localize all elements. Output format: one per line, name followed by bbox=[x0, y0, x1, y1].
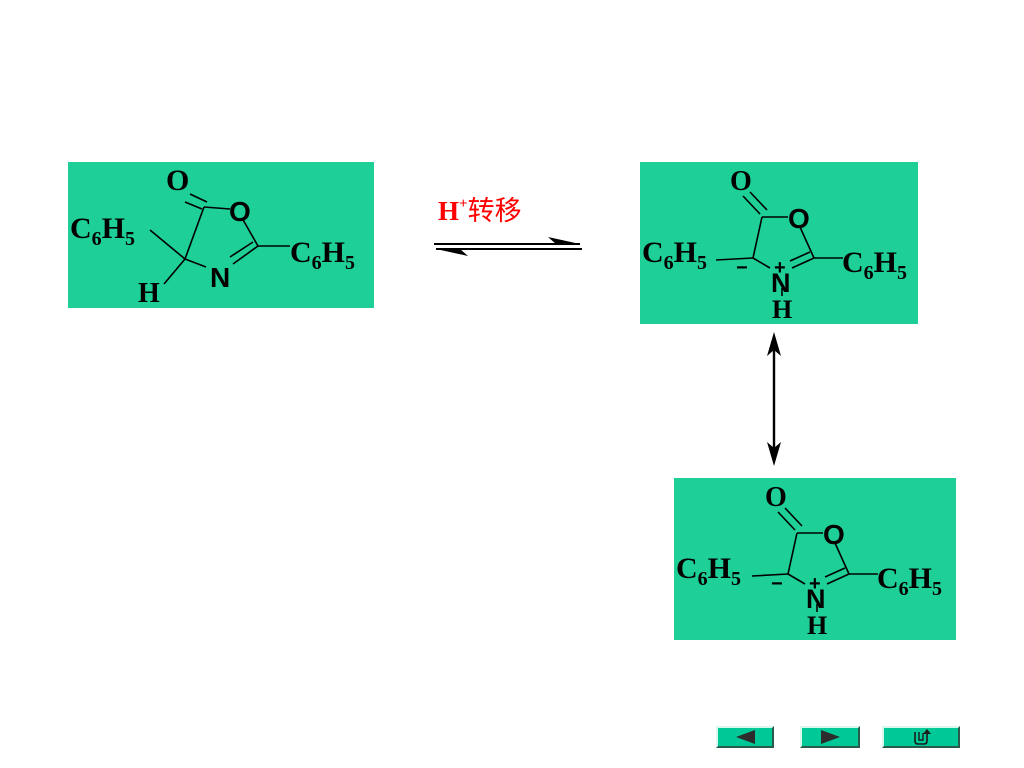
bond bbox=[791, 257, 815, 269]
bond bbox=[163, 258, 186, 285]
left-phenyl-group: C6H5 bbox=[70, 212, 135, 250]
product-molecule-panel-top: O O N + − H C6H5 C6H5 bbox=[640, 162, 918, 324]
right-phenyl-group: C6H5 bbox=[877, 562, 942, 600]
bond bbox=[751, 573, 789, 577]
return-button[interactable] bbox=[882, 726, 960, 748]
reaction-label-plus: + bbox=[459, 196, 468, 212]
reactant-molecule-panel: O O N H C6H5 C6H5 bbox=[68, 162, 374, 308]
carbonyl-oxygen-label: O bbox=[730, 166, 752, 197]
bond bbox=[184, 258, 207, 268]
bond bbox=[834, 542, 850, 575]
resonance-arrow-head-down bbox=[767, 442, 781, 466]
bond bbox=[241, 217, 259, 247]
panel-background bbox=[674, 478, 956, 640]
right-phenyl-group: C6H5 bbox=[842, 246, 907, 284]
hydrogen-label: H bbox=[138, 278, 160, 308]
bond bbox=[184, 201, 203, 210]
bond bbox=[189, 193, 208, 203]
ring-oxygen-label: O bbox=[229, 196, 251, 227]
ring-oxygen-label: O bbox=[788, 203, 810, 234]
bond bbox=[799, 226, 815, 259]
next-slide-button[interactable] bbox=[800, 726, 860, 748]
forward-arrow-head bbox=[548, 237, 580, 244]
previous-slide-button[interactable] bbox=[716, 726, 774, 748]
reverse-arrow-head bbox=[436, 249, 468, 256]
bond bbox=[715, 257, 754, 261]
ring-oxygen-label: O bbox=[823, 519, 845, 550]
ring-nitrogen-label: N bbox=[806, 584, 826, 614]
reaction-label-text: 转移 bbox=[467, 196, 522, 227]
triangle-left-icon bbox=[736, 730, 755, 744]
ring-nitrogen-label: N bbox=[210, 262, 230, 293]
negative-charge-label: − bbox=[736, 257, 748, 279]
panel-background bbox=[68, 162, 374, 308]
bond bbox=[742, 195, 761, 215]
proton-transfer-label: H+转移 bbox=[438, 189, 522, 227]
ring-nitrogen-label: N bbox=[771, 268, 791, 298]
bond bbox=[787, 573, 806, 585]
bond bbox=[749, 191, 768, 211]
left-phenyl-group: C6H5 bbox=[676, 552, 741, 590]
bond bbox=[752, 216, 763, 259]
bond bbox=[789, 251, 811, 262]
bond bbox=[784, 507, 803, 527]
triangle-right-icon bbox=[821, 730, 840, 744]
bond bbox=[752, 257, 771, 269]
n-hydrogen-label: H bbox=[772, 295, 792, 324]
bond bbox=[232, 245, 259, 265]
equilibrium-arrows bbox=[434, 237, 582, 256]
bond bbox=[203, 206, 231, 210]
bond bbox=[777, 511, 796, 531]
negative-charge-label: − bbox=[771, 573, 783, 595]
resonance-arrow-head-up bbox=[767, 332, 781, 356]
product-molecule-panel-bottom: O O N + − H C6H5 C6H5 bbox=[674, 478, 956, 640]
return-arrow-icon bbox=[914, 729, 931, 745]
bond bbox=[826, 573, 850, 585]
bond bbox=[184, 206, 205, 260]
bond bbox=[149, 229, 186, 260]
resonance-arrow bbox=[767, 332, 781, 466]
carbonyl-oxygen-label: O bbox=[765, 482, 787, 513]
carbonyl-oxygen-label: O bbox=[166, 164, 189, 197]
bond bbox=[229, 241, 254, 258]
left-phenyl-group: C6H5 bbox=[642, 236, 707, 274]
panel-background bbox=[640, 162, 918, 324]
right-phenyl-group: C6H5 bbox=[290, 236, 355, 274]
positive-charge-label: + bbox=[774, 257, 786, 279]
bond bbox=[787, 532, 798, 575]
reaction-label-h: H bbox=[438, 196, 460, 226]
bond bbox=[824, 567, 846, 578]
n-hydrogen-label: H bbox=[807, 611, 827, 640]
positive-charge-label: + bbox=[809, 573, 821, 595]
